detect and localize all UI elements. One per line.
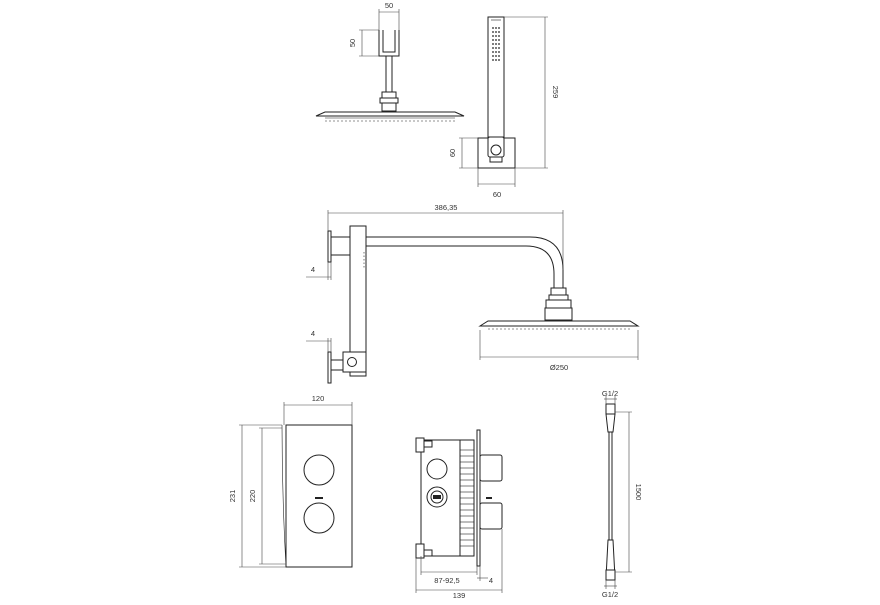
dim-arm-reach: 386,35 xyxy=(435,203,458,212)
dim-holder-width: 60 xyxy=(493,190,501,199)
view-hose: G1/2 1500 G1/2 xyxy=(602,389,643,599)
dim-flange-top: 4 xyxy=(311,265,315,274)
dim-holder-height: 60 xyxy=(448,149,457,157)
dim-hose-thread-top: G1/2 xyxy=(602,389,618,398)
dim-flange-bottom: 4 xyxy=(311,329,315,338)
dim-hose-thread-bottom: G1/2 xyxy=(602,590,618,599)
view-shower-column: 386,35 4 4 Ø250 xyxy=(306,203,640,384)
dim-handshower-length: 259 xyxy=(551,86,560,99)
dim-hose-length: 1500 xyxy=(634,484,643,501)
view-concealed-body: 87-92,5 4 139 xyxy=(415,429,503,600)
view-trim-plate: 120 231 220 xyxy=(228,394,353,568)
dim-elbow-height: 50 xyxy=(348,39,357,47)
dim-plate-height-outer: 231 xyxy=(228,490,237,503)
spray-nozzles-icon xyxy=(492,27,500,61)
dim-body-total-depth: 139 xyxy=(453,591,466,600)
dim-head-diameter: Ø250 xyxy=(550,363,568,372)
dim-plate-height-inner: 220 xyxy=(248,490,257,503)
dim-plate-width: 120 xyxy=(312,394,325,403)
dim-elbow-width: 50 xyxy=(385,1,393,10)
view-elbow-head: 50 50 xyxy=(315,1,465,122)
dim-body-depth-range: 87-92,5 xyxy=(434,576,459,585)
view-handshower: 259 60 60 xyxy=(448,16,560,199)
dim-plate-thickness: 4 xyxy=(489,576,493,585)
